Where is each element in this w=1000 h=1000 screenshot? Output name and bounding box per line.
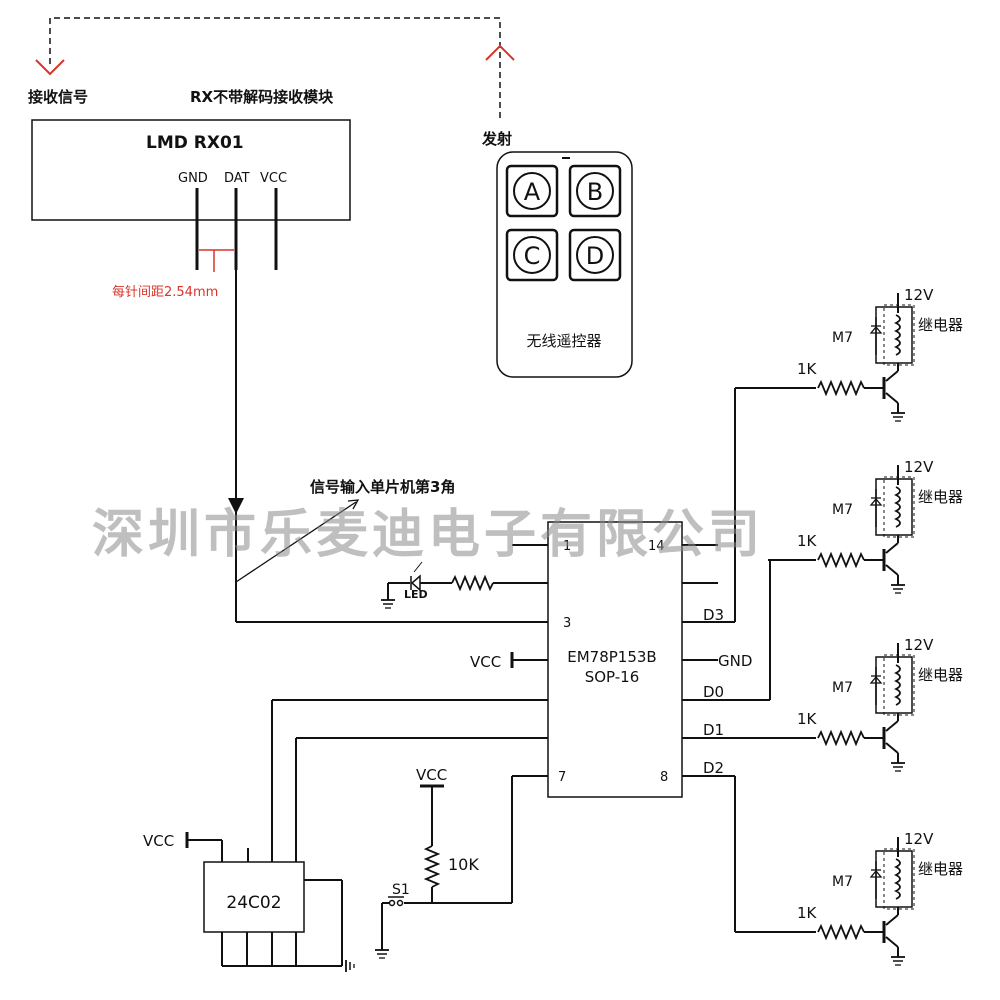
relay3-name: 继电器 <box>918 666 963 684</box>
mcu-package: SOP-16 <box>585 668 640 686</box>
watermark: 深圳市乐麦迪电子有限公司 <box>92 505 764 565</box>
d3-label: D3 <box>703 606 724 624</box>
relay2-resistor: 1K <box>797 532 818 550</box>
rx-module-title: LMD RX01 <box>146 133 244 153</box>
mcu-gnd-label: GND <box>718 652 752 670</box>
remote-button-a: A <box>524 178 541 206</box>
mcu-pin8: 8 <box>660 770 668 785</box>
relay1-diode: M7 <box>832 330 853 346</box>
remote-control <box>496 151 633 378</box>
relay4-voltage: 12V <box>904 830 934 848</box>
relay3-diode: M7 <box>832 680 853 696</box>
pin-gnd-label: GND <box>178 171 208 186</box>
mcu-pin14: 14 <box>648 539 665 554</box>
pin-pitch-note: 每针间距2.54mm <box>112 284 218 300</box>
remote-button-c: C <box>524 242 541 270</box>
reset-resistor-label: 10K <box>448 855 479 874</box>
relay2-name: 继电器 <box>918 488 963 506</box>
relay1-resistor: 1K <box>797 360 818 378</box>
pin-vcc-label: VCC <box>260 171 287 186</box>
receive-signal-label: 接收信号 <box>28 88 88 106</box>
mcu-pin7: 7 <box>558 770 566 785</box>
transmit-label: 发射 <box>481 130 512 148</box>
d1-label: D1 <box>703 721 724 739</box>
rx-module-label: RX不带解码接收模块 <box>190 88 334 106</box>
signal-input-label: 信号输入单片机第3角 <box>310 478 455 496</box>
relay4-resistor: 1K <box>797 904 818 922</box>
d0-label: D0 <box>703 683 724 701</box>
mcu-name: EM78P153B <box>567 648 656 666</box>
switch-s1-label: S1 <box>392 882 410 898</box>
relay1-voltage: 12V <box>904 286 934 304</box>
relay1-name: 继电器 <box>918 316 963 334</box>
eeprom-label: 24C02 <box>226 893 281 913</box>
d2-label: D2 <box>703 759 724 777</box>
relay3-voltage: 12V <box>904 636 934 654</box>
relay3-resistor: 1K <box>797 710 818 728</box>
mcu-vcc-label: VCC <box>470 653 501 671</box>
eeprom-chip <box>203 861 305 933</box>
relay2-diode: M7 <box>832 502 853 518</box>
relay2-voltage: 12V <box>904 458 934 476</box>
remote-title: 无线遥控器 <box>526 332 601 350</box>
relay4-name: 继电器 <box>918 860 963 878</box>
remote-button-d: D <box>586 242 604 270</box>
eeprom-vcc-label: VCC <box>143 832 174 850</box>
mcu-pin3: 3 <box>563 616 571 631</box>
relay4-diode: M7 <box>832 874 853 890</box>
reset-vcc-label: VCC <box>416 766 447 784</box>
rx-module-box <box>31 119 351 221</box>
pin-dat-label: DAT <box>224 171 250 186</box>
remote-button-b: B <box>587 178 603 206</box>
mcu-pin1: 1 <box>563 539 571 554</box>
led-label: LED <box>404 588 428 601</box>
